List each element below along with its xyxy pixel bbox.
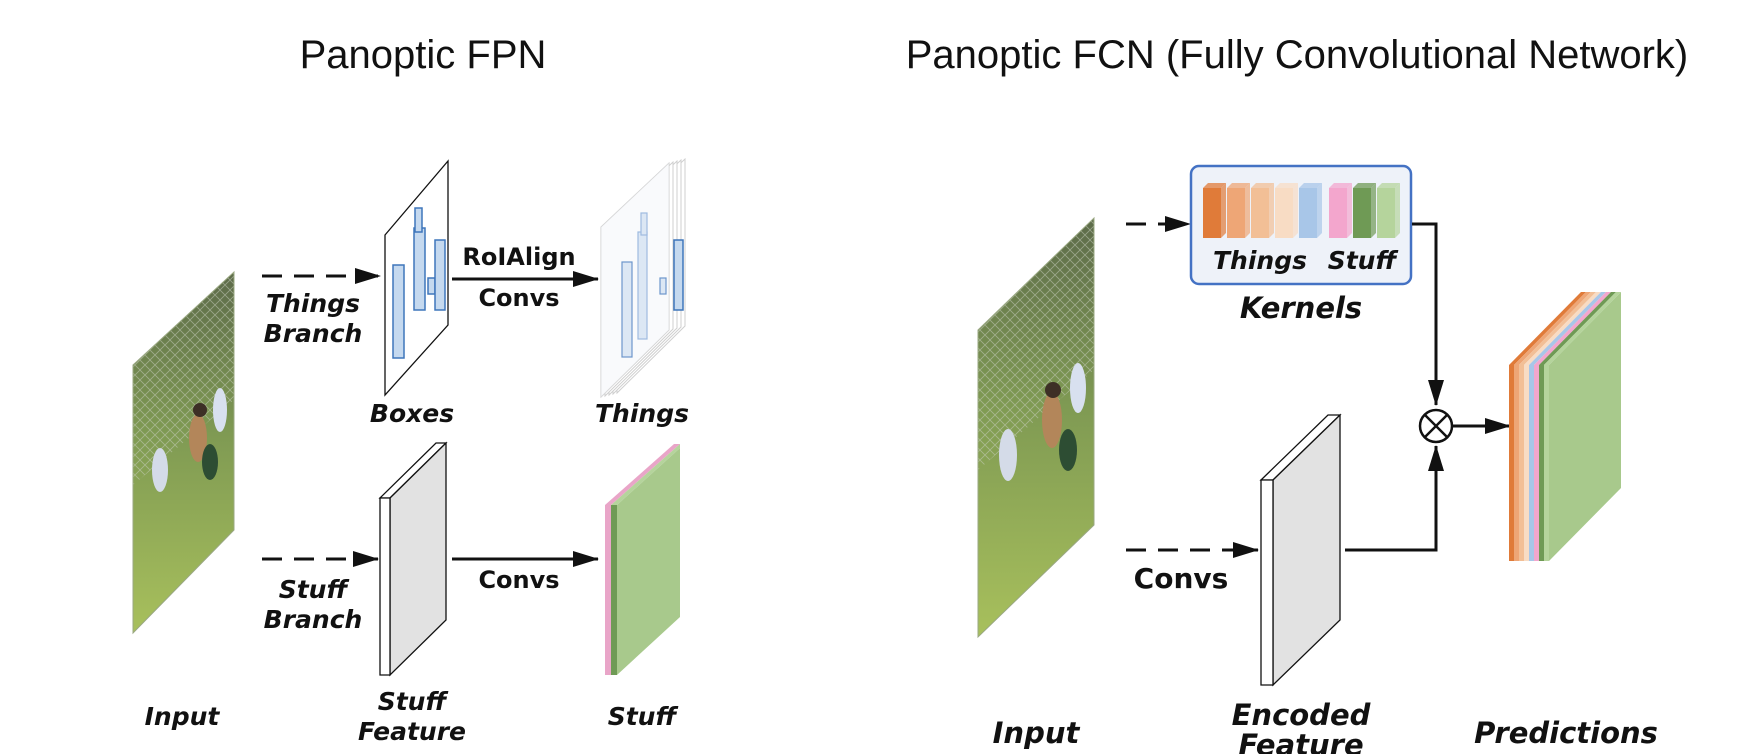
stuff-feature-label-1: Stuff — [378, 687, 449, 716]
stuff-output-label: Stuff — [608, 702, 679, 731]
roialign-label: RoIAlign — [462, 243, 575, 271]
encoded-feature-label-1: Encoded — [1232, 698, 1371, 732]
stuff-feature-slab — [378, 441, 448, 677]
multiply-icon — [1418, 408, 1454, 444]
left-input-image — [132, 270, 235, 635]
left-input-label: Input — [145, 702, 221, 731]
encoded-to-multiply-arrow — [1345, 445, 1444, 552]
convs-bottom-label: Convs — [478, 566, 559, 594]
right-title: Panoptic FCN (Fully Convolutional Networ… — [906, 33, 1689, 77]
kernels-label: Kernels — [1240, 291, 1362, 325]
boxes-label: Boxes — [370, 399, 454, 428]
kernels-things-label: Things — [1213, 246, 1307, 275]
predictions-stack — [1509, 292, 1621, 561]
stuff-feature-label-2: Feature — [358, 717, 466, 746]
left-title: Panoptic FPN — [300, 33, 547, 77]
things-stack — [600, 157, 686, 399]
stuff-branch-label-1: Stuff — [279, 575, 350, 604]
stuff-branch-label-2: Branch — [264, 605, 363, 634]
boxes-plane — [384, 159, 449, 397]
things-branch-label-1: Things — [266, 289, 360, 318]
right-input-image — [977, 216, 1095, 639]
things-branch-label-2: Branch — [264, 319, 363, 348]
encoded-feature-slab — [1259, 413, 1342, 687]
convs-top-label: Convs — [478, 284, 559, 312]
kernels-stuff-label: Stuff — [1328, 246, 1399, 275]
stuff-output — [605, 444, 680, 675]
kernel-stuff-group — [1329, 183, 1400, 238]
kernels-box: Things Stuff — [1189, 164, 1413, 286]
encoded-feature-label-2: Feature — [1238, 728, 1363, 754]
predictions-label: Predictions — [1474, 716, 1658, 750]
things-output-label: Things — [595, 399, 689, 428]
kernels-to-multiply-arrow — [1412, 222, 1444, 406]
kernel-things-group — [1203, 183, 1322, 238]
right-input-label: Input — [993, 716, 1081, 750]
right-convs-label: Convs — [1134, 562, 1229, 595]
